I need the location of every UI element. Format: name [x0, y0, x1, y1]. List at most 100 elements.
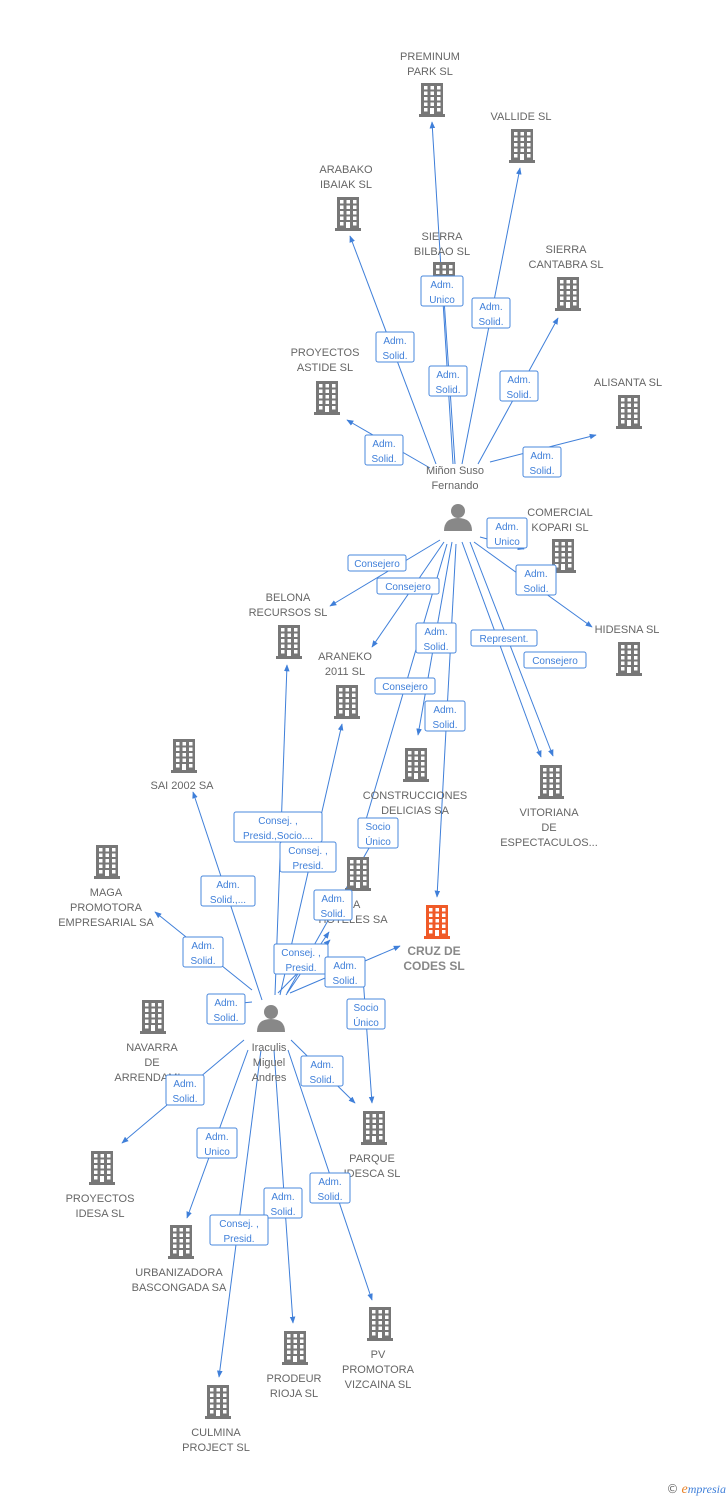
edge-label-vallide[interactable]: Adm.Solid.	[471, 297, 511, 329]
node-label: ESPECTACULOS...	[500, 837, 598, 849]
edge-label-text: Adm.	[530, 451, 553, 462]
edge-label-prodeur[interactable]: Adm.Solid.	[263, 1187, 303, 1219]
edge-label-belona[interactable]: Consej. ,Presid.,Socio....	[233, 811, 323, 843]
company-node-urbanizadora[interactable]: URBANIZADORA BASCONGADA SA	[132, 1225, 227, 1294]
edge-label-pv[interactable]: Adm.Solid.	[309, 1172, 351, 1204]
edge-label-sai2002[interactable]: Adm.Solid.,...	[200, 875, 256, 907]
edge-label-hidesna[interactable]: Adm.Solid.	[515, 564, 557, 596]
edge-label-preminum[interactable]: Adm.Unico	[420, 275, 464, 307]
company-node-vallide[interactable]: VALLIDE SL	[491, 111, 552, 163]
edge-label-proyectosidesa[interactable]: Adm.Solid.	[165, 1074, 205, 1106]
edge-label-navarra[interactable]: Adm.Solid.	[206, 993, 246, 1025]
edge-label-text: Solid.	[320, 909, 345, 920]
edge-label-text: Solid.	[432, 720, 457, 731]
edge-label-arabako[interactable]: Adm.Solid.	[375, 331, 415, 363]
building-icon	[276, 625, 302, 659]
edge-label-urbanizadora[interactable]: Adm.Unico	[196, 1127, 238, 1159]
edge-label-hoteles[interactable]: Adm.Solid.	[313, 889, 353, 921]
company-node-vitoriana[interactable]: VITORIANADEESPECTACULOS...	[500, 765, 598, 849]
edge-label-text: Solid.	[317, 1192, 342, 1203]
edge-label-hoteles[interactable]: Consejero	[374, 677, 436, 695]
company-node-hidesna[interactable]: HIDESNA SL	[595, 624, 660, 676]
edge-label-sierrabilbao[interactable]: Adm.Solid.	[428, 365, 468, 397]
brand-logo-text: mpresia	[687, 1482, 726, 1496]
building-icon	[345, 857, 371, 891]
edge-label-text: Solid.	[478, 317, 503, 328]
edge-label-vitoriana[interactable]: Represent.	[470, 629, 538, 647]
edge-label-box	[374, 677, 436, 695]
node-label: BASCONGADA SA	[132, 1282, 227, 1294]
node-label: BILBAO SL	[414, 246, 470, 258]
edge-label-comercialkopari[interactable]: Adm.Unico	[486, 517, 528, 549]
edge-label-culmina[interactable]: Consej. ,Presid.	[209, 1214, 269, 1246]
edge-label-text: Adm.	[495, 522, 518, 533]
edge-label-box	[357, 817, 399, 849]
node-label: PRODEUR	[266, 1373, 321, 1385]
edge-label-text: Adm.	[310, 1060, 333, 1071]
edge-label-box	[279, 841, 337, 873]
node-label: PV	[371, 1349, 386, 1361]
edge-label-belona[interactable]: Consejero	[347, 554, 407, 572]
node-label: CANTABRA SL	[529, 259, 604, 271]
edge-label-parque[interactable]: Adm.Solid.	[300, 1055, 344, 1087]
edge-minon-to-vitoriana	[461, 541, 542, 758]
edge-label-text: Solid.	[213, 1013, 238, 1024]
edge-label-proyectosastide[interactable]: Adm.Solid.	[364, 434, 404, 466]
node-label: URBANIZADORA	[135, 1267, 223, 1279]
node-label: DE	[144, 1057, 159, 1069]
edge-label-maga[interactable]: Adm.Solid.	[182, 936, 224, 968]
building-icon	[509, 129, 535, 163]
edge-label-araneko[interactable]: Consejero	[376, 577, 440, 595]
edge-label-alisanta[interactable]: Adm.Solid.	[522, 446, 562, 478]
edge-label-box	[375, 331, 415, 363]
node-label: PROMOTORA	[70, 902, 143, 914]
edge-label-text: Solid.	[423, 642, 448, 653]
edge-label-text: Solid.	[506, 390, 531, 401]
edge-label-construcciones[interactable]: Adm.Solid.	[415, 622, 457, 654]
edge-label-box	[499, 370, 539, 402]
edge-label-text: Adm.	[383, 336, 406, 347]
node-label: CULMINA	[191, 1427, 241, 1439]
building-icon	[335, 197, 361, 231]
edge-label-box	[300, 1055, 344, 1087]
edge-label-sierracantabra[interactable]: Adm.Solid.	[499, 370, 539, 402]
building-icon	[140, 1000, 166, 1034]
edge-label-vitoriana[interactable]: Consejero	[523, 651, 587, 669]
edge-label-cruzdecodes[interactable]: Adm.Solid.	[324, 956, 366, 988]
node-label: VITORIANA	[519, 807, 579, 819]
edge-label-hoteles[interactable]: Consej. ,Presid.	[273, 943, 329, 975]
node-label: Miñon Suso	[426, 465, 484, 477]
edge-label-text: Adm.	[216, 880, 239, 891]
edge-label-text: Consej. ,	[281, 948, 320, 959]
company-node-sai2002[interactable]: SAI 2002 SA	[151, 739, 215, 792]
company-node-navarra[interactable]: NAVARRADEARRENDAMI...	[114, 1000, 190, 1084]
company-node-alisanta[interactable]: ALISANTA SL	[594, 377, 662, 429]
building-icon	[171, 739, 197, 773]
edge-label-text: Adm.	[205, 1132, 228, 1143]
node-label: CODES SL	[403, 959, 464, 973]
edge-label-cruzdecodes[interactable]: Adm.Solid.	[424, 700, 466, 732]
edge-label-box	[364, 434, 404, 466]
edge-label-araneko[interactable]: Consej. ,Presid.	[279, 841, 337, 873]
